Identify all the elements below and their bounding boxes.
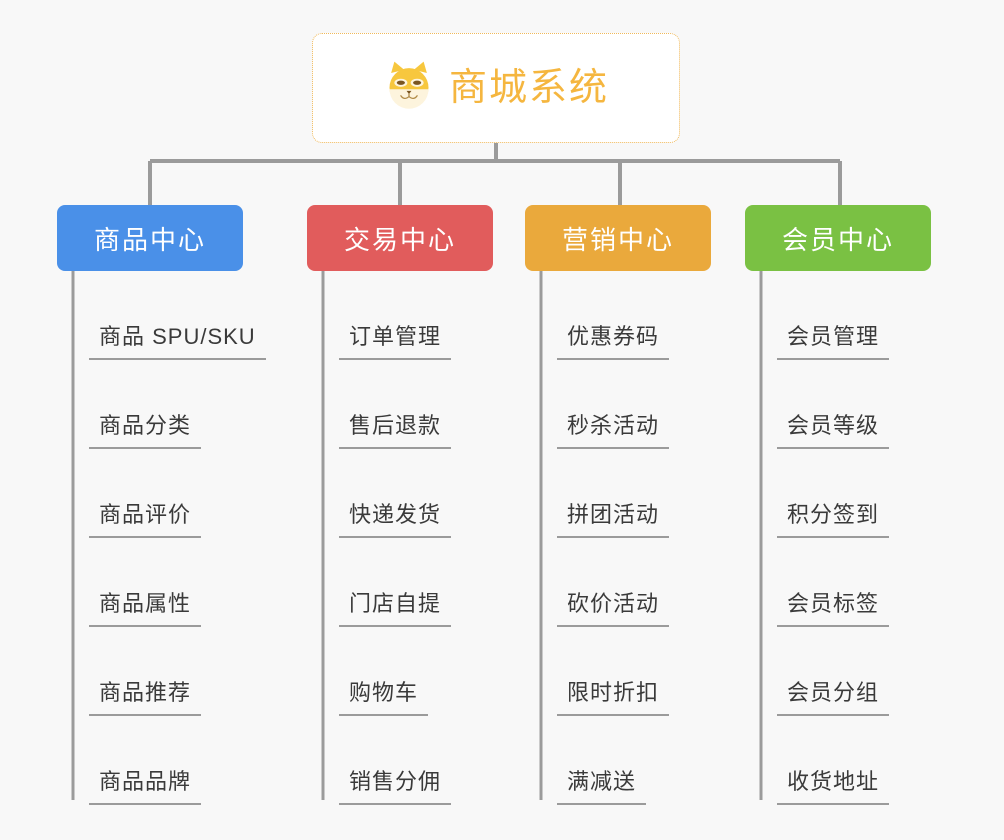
list-item[interactable]: 会员标签	[745, 538, 975, 627]
leaf-list-1: 订单管理 售后退款 快递发货 门店自提 购物车 销售分佣	[307, 271, 537, 805]
list-item[interactable]: 积分签到	[745, 449, 975, 538]
list-item[interactable]: 商品 SPU/SKU	[57, 271, 337, 360]
list-item[interactable]: 会员分组	[745, 627, 975, 716]
column-交易中心: 交易中心 订单管理 售后退款 快递发货 门店自提 购物车 销售分佣	[307, 205, 537, 805]
leaf-label: 限时折扣	[557, 675, 670, 716]
leaf-label: 拼团活动	[557, 497, 670, 538]
list-item[interactable]: 门店自提	[307, 538, 537, 627]
root-title: 商城系统	[448, 67, 609, 109]
list-item[interactable]: 会员管理	[745, 271, 975, 360]
category-label-0: 商品中心	[93, 224, 206, 255]
category-box-2[interactable]: 营销中心	[525, 205, 711, 271]
leaf-label: 商品品牌	[89, 764, 202, 805]
list-item[interactable]: 满减送	[525, 716, 755, 805]
leaf-label: 砍价活动	[557, 586, 670, 627]
leaf-label: 会员管理	[777, 319, 890, 360]
column-会员中心: 会员中心 会员管理 会员等级 积分签到 会员标签 会员分组 收货地址	[745, 205, 975, 805]
list-item[interactable]: 优惠券码	[525, 271, 755, 360]
leaf-list-0: 商品 SPU/SKU 商品分类 商品评价 商品属性 商品推荐 商品品牌	[57, 271, 337, 805]
category-box-0[interactable]: 商品中心	[57, 205, 243, 271]
leaf-label: 会员分组	[777, 675, 890, 716]
leaf-label: 订单管理	[339, 319, 452, 360]
category-box-1[interactable]: 交易中心	[307, 205, 493, 271]
leaf-label: 满减送	[557, 764, 647, 805]
leaf-label: 会员标签	[777, 586, 890, 627]
leaf-label: 商品评价	[89, 497, 202, 538]
leaf-label: 商品 SPU/SKU	[89, 319, 266, 360]
list-item[interactable]: 订单管理	[307, 271, 537, 360]
leaf-label: 商品分类	[89, 408, 202, 449]
list-item[interactable]: 购物车	[307, 627, 537, 716]
list-item[interactable]: 会员等级	[745, 360, 975, 449]
root-node[interactable]: 商城系统	[312, 33, 680, 143]
list-item[interactable]: 商品推荐	[57, 627, 337, 716]
leaf-label: 会员等级	[777, 408, 890, 449]
list-item[interactable]: 商品属性	[57, 538, 337, 627]
list-item[interactable]: 销售分佣	[307, 716, 537, 805]
leaf-label: 快递发货	[339, 497, 452, 538]
leaf-label: 商品推荐	[89, 675, 202, 716]
category-box-3[interactable]: 会员中心	[745, 205, 931, 271]
list-item[interactable]: 售后退款	[307, 360, 537, 449]
leaf-label: 销售分佣	[339, 764, 452, 805]
category-label-1: 交易中心	[343, 224, 456, 255]
list-item[interactable]: 拼团活动	[525, 449, 755, 538]
list-item[interactable]: 砍价活动	[525, 538, 755, 627]
leaf-list-2: 优惠券码 秒杀活动 拼团活动 砍价活动 限时折扣 满减送	[525, 271, 755, 805]
leaf-label: 积分签到	[777, 497, 890, 538]
leaf-label: 门店自提	[339, 586, 452, 627]
column-营销中心: 营销中心 优惠券码 秒杀活动 拼团活动 砍价活动 限时折扣 满减送	[525, 205, 755, 805]
list-item[interactable]: 快递发货	[307, 449, 537, 538]
list-item[interactable]: 秒杀活动	[525, 360, 755, 449]
list-item[interactable]: 收货地址	[745, 716, 975, 805]
category-label-2: 营销中心	[561, 224, 674, 255]
list-item[interactable]: 商品分类	[57, 360, 337, 449]
category-label-3: 会员中心	[781, 224, 894, 255]
leaf-label: 售后退款	[339, 408, 452, 449]
leaf-label: 收货地址	[777, 764, 890, 805]
leaf-label: 秒杀活动	[557, 408, 670, 449]
leaf-label: 优惠券码	[557, 319, 670, 360]
list-item[interactable]: 商品评价	[57, 449, 337, 538]
list-item[interactable]: 商品品牌	[57, 716, 337, 805]
shiba-dog-face-icon	[383, 60, 435, 117]
leaf-label: 商品属性	[89, 586, 202, 627]
list-item[interactable]: 限时折扣	[525, 627, 755, 716]
leaf-list-3: 会员管理 会员等级 积分签到 会员标签 会员分组 收货地址	[745, 271, 975, 805]
column-商品中心: 商品中心 商品 SPU/SKU 商品分类 商品评价 商品属性 商品推荐 商品品牌	[57, 205, 337, 805]
leaf-label: 购物车	[339, 675, 429, 716]
